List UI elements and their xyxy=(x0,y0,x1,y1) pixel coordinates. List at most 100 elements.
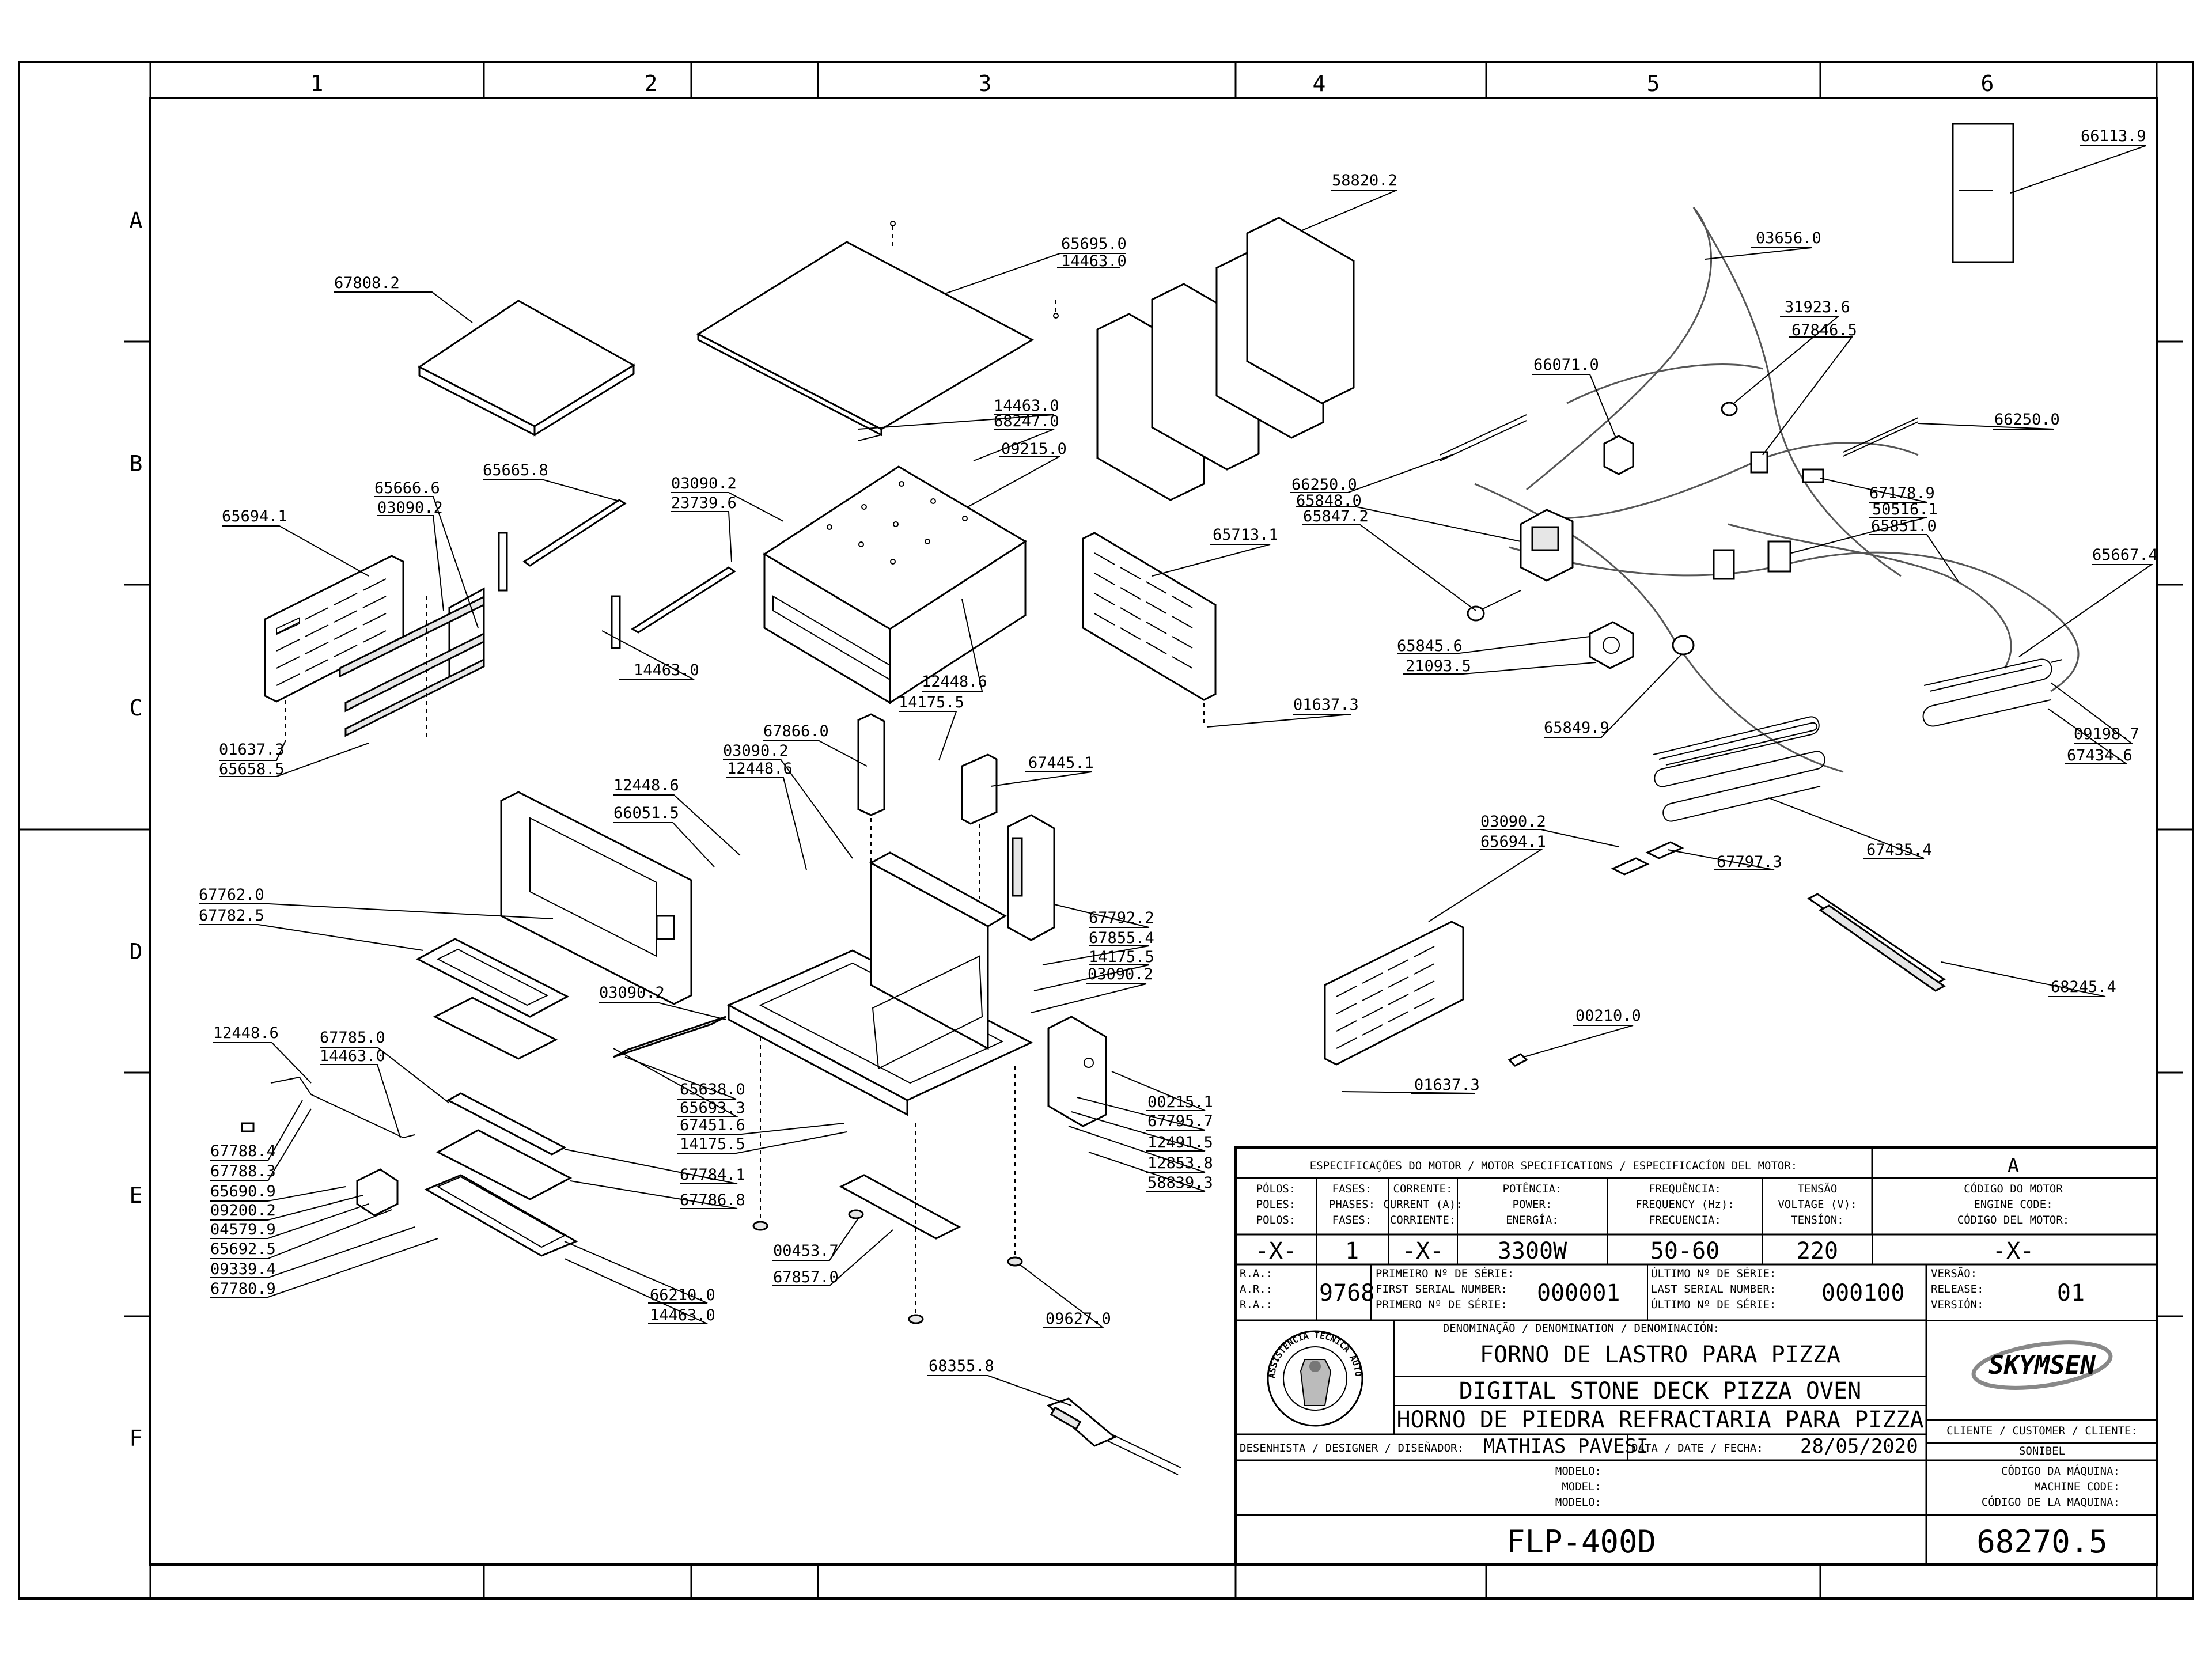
part-label: 12448.6 xyxy=(922,673,987,691)
part-label: 58839.3 xyxy=(1147,1174,1213,1192)
last-serial-label: LAST SERIAL NUMBER: xyxy=(1651,1283,1776,1296)
part-label: 09339.4 xyxy=(210,1260,276,1278)
part-label: 01637.3 xyxy=(1293,696,1359,714)
part-label: 50516.1 xyxy=(1872,501,1938,518)
part-label: 01637.3 xyxy=(1414,1076,1480,1094)
current-label: CORRENTE: xyxy=(1393,1183,1453,1195)
phases-label: FASES: xyxy=(1332,1183,1372,1195)
part-label: 67451.6 xyxy=(680,1116,745,1134)
row-label: A xyxy=(130,208,143,233)
poles-label: POLOS: xyxy=(1256,1214,1296,1226)
engine-code-label: CÓDIGO DO MOTOR xyxy=(1964,1181,2063,1195)
part-label: 65713.1 xyxy=(1213,526,1278,544)
ra-label: A.R.: xyxy=(1240,1283,1272,1296)
current-label: CORRIENTE: xyxy=(1390,1214,1456,1226)
machine-code-label: CÓDIGO DE LA MAQUINA: xyxy=(1982,1495,2120,1509)
machine-code-label: CÓDIGO DA MÁQUINA: xyxy=(2001,1464,2120,1478)
part-label: 65694.1 xyxy=(1480,833,1546,851)
motor-spec-header: ESPECIFICAÇÕES DO MOTOR / MOTOR SPECIFIC… xyxy=(1310,1159,1797,1172)
part-label: 23739.6 xyxy=(671,494,737,512)
part-label: 00210.0 xyxy=(1575,1007,1641,1025)
designer-name: MATHIAS PAVESI xyxy=(1483,1435,1649,1458)
parts-illustration xyxy=(241,123,2080,1475)
frequency-value: 50-60 xyxy=(1650,1238,1719,1264)
current-value: -X- xyxy=(1402,1238,1444,1264)
part-label: 58820.2 xyxy=(1332,172,1397,190)
part-label: 67782.5 xyxy=(199,907,264,925)
first-serial-label: PRIMERO Nº DE SÉRIE: xyxy=(1376,1298,1508,1311)
voltage-label: TENSÍON: xyxy=(1791,1213,1844,1226)
model-label: MODEL: xyxy=(1562,1480,1601,1493)
part-label: 03090.2 xyxy=(1480,813,1546,831)
first-serial-value: 000001 xyxy=(1537,1280,1620,1306)
frequency-label: FREQUENCY (Hz): xyxy=(1635,1198,1734,1211)
part-label: 67857.0 xyxy=(773,1268,839,1286)
brand-logo: SKYMSEN xyxy=(1971,1340,2113,1390)
part-label: 03090.2 xyxy=(1088,965,1153,983)
assistance-seal-logo: ASSISTÊNCIA TÉCNICA AUTORIZADA xyxy=(0,0,1363,1427)
power-label: ENERGÍA: xyxy=(1506,1213,1559,1226)
part-label: 67445.1 xyxy=(1028,754,1094,772)
part-label: 65667.4 xyxy=(2092,546,2158,564)
column-label: 1 xyxy=(310,71,324,96)
client-label: CLIENTE / CUSTOMER / CLIENTE: xyxy=(1946,1425,2138,1437)
column-label: 3 xyxy=(979,71,992,96)
model-value: FLP-400D xyxy=(1506,1524,1656,1560)
part-label: 67435.4 xyxy=(1866,841,1932,859)
part-label: 12448.6 xyxy=(727,760,793,778)
part-label: 03656.0 xyxy=(1756,229,1821,247)
poles-label: PÓLOS: xyxy=(1256,1181,1296,1195)
row-label: E xyxy=(130,1183,143,1208)
part-label: 66071.0 xyxy=(1533,356,1599,374)
version-value: 01 xyxy=(2057,1280,2085,1306)
engine-code-label: CÓDIGO DEL MOTOR: xyxy=(1957,1213,2069,1226)
part-label: 67792.2 xyxy=(1089,909,1154,927)
model-label: MODELO: xyxy=(1555,1465,1601,1478)
part-label: 68355.8 xyxy=(929,1357,994,1375)
last-serial-value: 000100 xyxy=(1821,1280,1905,1306)
part-label: 67797.3 xyxy=(1717,853,1782,871)
part-label: 67866.0 xyxy=(763,722,829,740)
version-label: VERSÃO: xyxy=(1931,1267,1977,1280)
engine-code-label: ENGINE CODE: xyxy=(1974,1198,2052,1211)
brand-name: SKYMSEN xyxy=(1988,1351,2096,1380)
part-label: 12448.6 xyxy=(213,1024,279,1042)
frequency-label: FREQUÊNCIA: xyxy=(1649,1182,1721,1195)
part-label: 68247.0 xyxy=(994,412,1059,430)
voltage-value: 220 xyxy=(1797,1238,1838,1264)
part-label: 67762.0 xyxy=(199,886,264,904)
part-label: 65694.1 xyxy=(222,507,287,525)
voltage-label: VOLTAGE (V): xyxy=(1778,1198,1857,1211)
part-label: 65851.0 xyxy=(1871,517,1937,535)
column-label: 5 xyxy=(1647,71,1660,96)
drawing-frame xyxy=(18,61,2194,1600)
part-label: 67788.4 xyxy=(210,1142,276,1160)
ra-label: R.A.: xyxy=(1240,1298,1272,1311)
part-label: 67784.1 xyxy=(680,1166,745,1184)
phases-label: FASES: xyxy=(1332,1214,1372,1226)
first-serial-label: PRIMEIRO Nº DE SÉRIE: xyxy=(1376,1267,1514,1280)
part-label: 14463.0 xyxy=(320,1047,385,1065)
part-label: 67808.2 xyxy=(334,274,400,292)
machine-code-label: MACHINE CODE: xyxy=(2034,1480,2120,1493)
ra-value: 9768 xyxy=(1319,1280,1374,1306)
part-label: 65666.6 xyxy=(374,479,440,497)
part-label: 67795.7 xyxy=(1147,1112,1213,1130)
part-label: 21093.5 xyxy=(1406,657,1471,675)
part-label: 66250.0 xyxy=(1291,476,1357,494)
part-label: 03090.2 xyxy=(723,742,789,760)
column-label: 4 xyxy=(1313,71,1326,96)
part-label: 04579.9 xyxy=(210,1221,276,1238)
part-label: 65849.9 xyxy=(1544,719,1609,737)
date-value: 28/05/2020 xyxy=(1800,1435,1918,1458)
part-label: 14463.0 xyxy=(650,1306,715,1324)
part-label: 66113.9 xyxy=(2081,127,2146,145)
part-label: 65847.2 xyxy=(1303,507,1369,525)
part-label: 03090.2 xyxy=(377,499,443,517)
machine-code-value: 68270.5 xyxy=(1976,1524,2108,1560)
phases-label: PHASES: xyxy=(1329,1198,1375,1211)
part-label: 67855.4 xyxy=(1089,929,1154,947)
client-value: SONIBEL xyxy=(2019,1445,2065,1457)
row-label: C xyxy=(130,695,143,721)
